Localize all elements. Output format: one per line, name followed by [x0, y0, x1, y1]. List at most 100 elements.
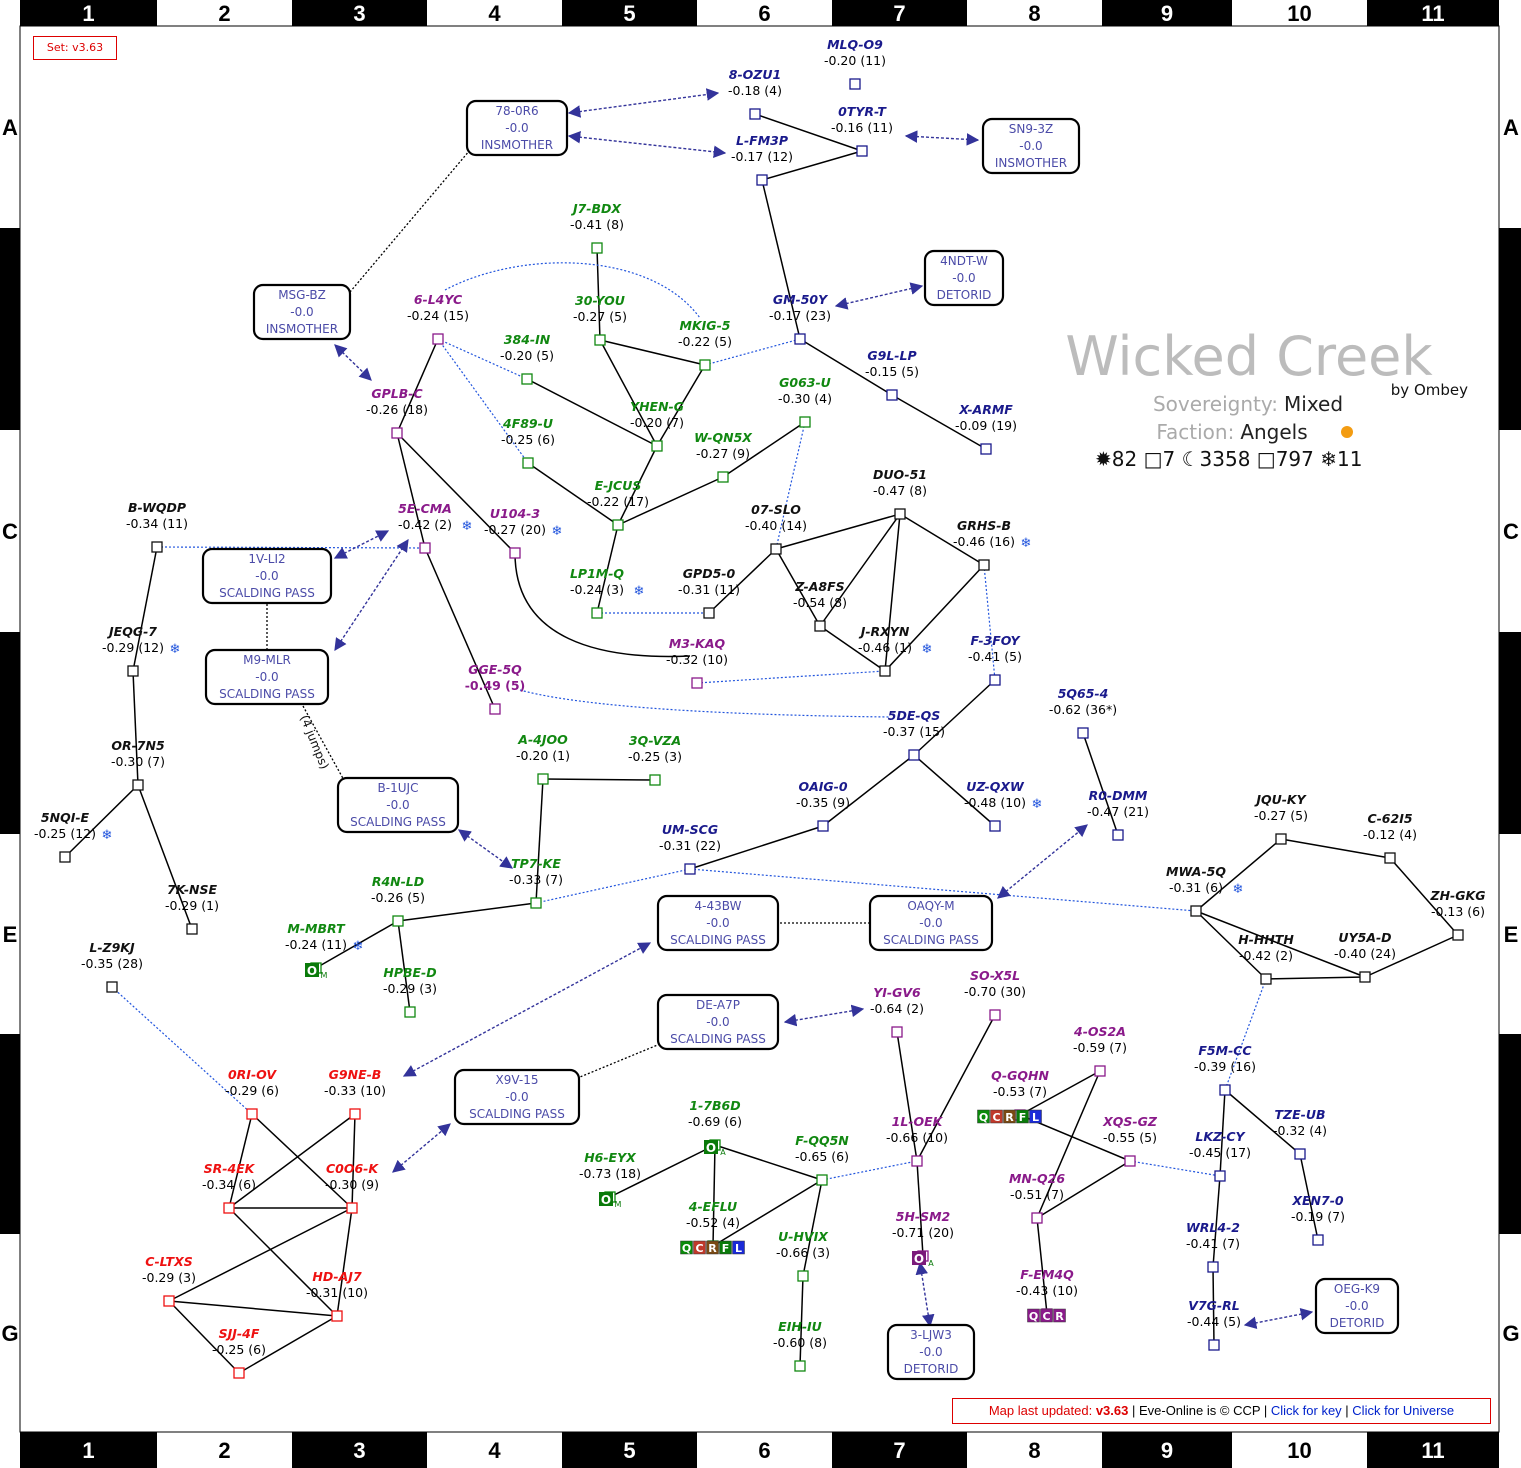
system-node[interactable]: UZ-QXW-0.48 (10)❄: [964, 779, 1042, 832]
system-security: -0.54 (8): [793, 595, 847, 610]
system-node[interactable]: 0RI-OV-0.29 (6): [225, 1067, 279, 1120]
system-node[interactable]: G9NE-B-0.33 (10): [324, 1067, 386, 1120]
system-node[interactable]: LKZ-CY-0.45 (17): [1189, 1129, 1251, 1182]
system-node[interactable]: GPD5-0-0.31 (11): [678, 566, 740, 619]
system-node[interactable]: MN-Q26-0.51 (7): [1009, 1171, 1065, 1224]
system-security: -0.52 (4): [686, 1215, 740, 1230]
system-node[interactable]: OAIG-0-0.35 (9): [796, 779, 850, 832]
system-node[interactable]: EIH-IU-0.60 (8): [773, 1319, 827, 1372]
system-node[interactable]: MLQ-O9-0.20 (11): [824, 37, 886, 90]
system-node[interactable]: 7K-NSE-0.29 (1): [165, 882, 219, 935]
system-node[interactable]: 30-YOU-0.27 (5): [573, 293, 627, 346]
system-node[interactable]: UY5A-D-0.40 (24): [1334, 930, 1396, 983]
system-node[interactable]: GRHS-B-0.46 (16)❄: [953, 518, 1031, 571]
ruler-cell: [1367, 0, 1499, 26]
gate-arrow: [457, 829, 514, 869]
system-node[interactable]: L-Z9KJ-0.35 (28): [81, 940, 143, 993]
system-node[interactable]: L-FM3P-0.17 (12): [731, 133, 793, 186]
system-name: A-4JOO: [517, 732, 568, 747]
system-node[interactable]: MKIG-5-0.22 (5): [678, 318, 732, 371]
system-node[interactable]: TP7-KE-0.33 (7): [509, 856, 563, 909]
system-square-icon: [392, 915, 404, 927]
system-node[interactable]: 5E-CMA-0.42 (2)❄: [398, 501, 472, 554]
universe-link[interactable]: Click for Universe: [1352, 1403, 1455, 1418]
system-node[interactable]: JQU-KY-0.27 (5): [1253, 792, 1308, 845]
system-node[interactable]: DUO-51-0.47 (8): [873, 467, 927, 520]
system-node[interactable]: 4F89-U-0.25 (6): [501, 416, 555, 469]
system-node[interactable]: F5M-CC-0.39 (16): [1194, 1043, 1256, 1096]
key-link[interactable]: Click for key: [1270, 1403, 1342, 1418]
system-node[interactable]: SR-4EK-0.34 (6): [202, 1161, 256, 1214]
system-node[interactable]: U104-3-0.27 (20)❄: [484, 506, 562, 559]
system-node[interactable]: 4-OS2A-0.59 (7): [1073, 1024, 1127, 1077]
system-node[interactable]: W-QN5X-0.27 (9): [694, 430, 753, 483]
system-node[interactable]: V7G-RL-0.44 (5): [1187, 1298, 1241, 1351]
system-node[interactable]: R0-DMM-0.47 (21): [1087, 788, 1149, 841]
system-node[interactable]: OR-7N5-0.30 (7): [111, 738, 165, 791]
system-node[interactable]: HD-AJ7-0.31 (10): [306, 1269, 368, 1322]
system-node[interactable]: F-QQ5N-0.65 (6): [795, 1133, 849, 1186]
system-node[interactable]: WRL4-2-0.41 (7): [1186, 1220, 1240, 1273]
system-node[interactable]: 5NQI-E-0.25 (12)❄: [34, 810, 112, 863]
system-name: 8-OZU1: [729, 67, 781, 82]
system-node[interactable]: J7-BDX-0.41 (8): [570, 201, 624, 254]
system-node[interactable]: HPBE-D-0.29 (3): [383, 965, 437, 1018]
system-node[interactable]: G063-U-0.30 (4): [778, 375, 832, 428]
system-node[interactable]: YHEN-G-0.20 (7): [630, 399, 684, 452]
system-node[interactable]: E-JCUS-0.22 (17): [587, 478, 649, 531]
system-square-icon: [509, 547, 521, 559]
system-node[interactable]: C-LTXS-0.29 (3): [142, 1254, 196, 1307]
system-node[interactable]: SO-X5L-0.70 (30): [964, 968, 1026, 1021]
system-node[interactable]: SJJ-4F-0.25 (6): [212, 1326, 266, 1379]
system-node[interactable]: 07-SLO-0.40 (14): [745, 502, 807, 555]
system-node[interactable]: GGE-5Q-0.49 (5): [465, 662, 526, 715]
system-node[interactable]: XEN7-0-0.19 (7): [1291, 1193, 1345, 1246]
system-square-icon: [879, 665, 891, 677]
system-node[interactable]: A-4JOO-0.20 (1): [516, 732, 570, 785]
system-node[interactable]: UM-SCG-0.31 (22): [659, 822, 721, 875]
system-node[interactable]: R4N-LD-0.26 (5): [371, 874, 425, 927]
system-node[interactable]: JEQG-7-0.29 (12)❄: [102, 624, 180, 677]
system-node[interactable]: TZE-UB-0.32 (4): [1273, 1107, 1327, 1160]
system-node[interactable]: MWA-5Q-0.31 (6)❄: [1166, 864, 1243, 917]
system-node[interactable]: J-RXYN-0.46 (1)❄: [858, 624, 933, 677]
system-node[interactable]: U-HVIX-0.66 (3): [776, 1229, 830, 1282]
system-node[interactable]: 5Q65-4-0.62 (36*): [1049, 686, 1117, 739]
system-node[interactable]: X-ARMF-0.09 (19): [955, 402, 1017, 455]
system-node[interactable]: B-WQDP-0.34 (11): [126, 500, 188, 553]
system-node[interactable]: 5DE-QS-0.37 (15): [883, 708, 945, 761]
system-node[interactable]: LP1M-Q-0.24 (3)❄: [570, 566, 644, 619]
system-node[interactable]: G9L-LP-0.15 (5): [865, 348, 919, 401]
system-node[interactable]: ZH-GKG-0.13 (6): [1430, 888, 1486, 941]
system-node[interactable]: Z-A8FS-0.54 (8): [793, 579, 847, 632]
system-node[interactable]: YI-GV6-0.64 (2): [870, 985, 924, 1038]
system-node[interactable]: M3-KAQ-0.32 (10): [666, 636, 728, 689]
system-node[interactable]: GM-50Y-0.17 (23): [769, 292, 831, 345]
system-node[interactable]: C0O6-K-0.30 (9): [325, 1161, 379, 1214]
system-node[interactable]: 6-L4YC-0.24 (15): [407, 292, 469, 345]
system-node[interactable]: 3Q-VZA-0.25 (3): [628, 733, 682, 786]
system-node[interactable]: F-3FOY-0.41 (5): [968, 633, 1022, 686]
system-node[interactable]: GPLB-C-0.26 (18): [366, 386, 428, 439]
system-node[interactable]: 8-OZU1-0.18 (4): [728, 67, 782, 120]
system-node[interactable]: M-MBRT-0.24 (11)❄: [285, 921, 363, 974]
system-node[interactable]: 384-IN-0.20 (5): [500, 332, 554, 385]
system-node[interactable]: 0TYR-T-0.16 (11): [831, 104, 893, 157]
system-node[interactable]: C-62I5-0.12 (4): [1363, 811, 1417, 864]
system-node[interactable]: 1L-OEK-0.66 (10): [886, 1114, 948, 1167]
system-node[interactable]: H-HHTH-0.42 (2): [1238, 932, 1294, 985]
system-node[interactable]: XQS-GZ-0.55 (5): [1102, 1114, 1158, 1167]
